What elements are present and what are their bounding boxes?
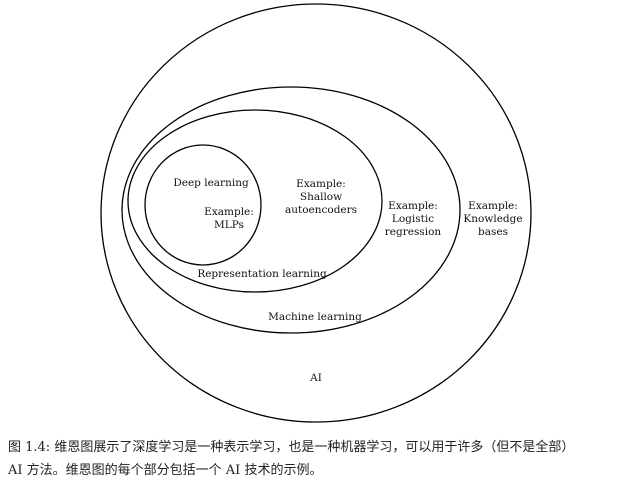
example-line: Example:	[468, 200, 518, 212]
machine-learning-label: Machine learning	[268, 311, 362, 323]
example-line: Shallow	[299, 191, 343, 203]
representation-learning-set-ellipse	[127, 109, 383, 293]
ai-example: Example: Knowledge bases	[463, 200, 522, 239]
example-line: Example:	[388, 200, 438, 212]
example-line: Knowledge	[463, 213, 523, 225]
representation-learning-example: Example: Shallow autoencoders	[285, 178, 357, 217]
example-line: MLPs	[214, 219, 244, 231]
example-line: autoencoders	[284, 204, 358, 216]
figure-caption-line-1: 图 1.4: 维恩图展示了深度学习是一种表示学习，也是一种机器学习，可以用于许多…	[8, 440, 575, 455]
machine-learning-example: Example: Logistic regression	[385, 200, 441, 239]
figure-caption-line-2: AI 方法。维恩图的每个部分包括一个 AI 技术的示例。	[8, 463, 323, 478]
ai-set-ellipse	[100, 3, 532, 423]
example-line: Example:	[296, 178, 346, 190]
example-line: Example:	[204, 206, 254, 218]
machine-learning-set-ellipse	[121, 86, 461, 334]
venn-diagram	[100, 3, 532, 423]
deep-learning-example: Example: MLPs	[204, 206, 254, 232]
deep-learning-label: Deep learning	[173, 177, 249, 189]
example-line: bases	[478, 226, 508, 238]
ai-label: AI	[310, 372, 322, 384]
representation-learning-label: Representation learning	[197, 268, 327, 280]
example-line: regression	[384, 226, 442, 238]
example-line: Logistic	[391, 213, 435, 225]
deep-learning-set-ellipse	[144, 144, 262, 266]
